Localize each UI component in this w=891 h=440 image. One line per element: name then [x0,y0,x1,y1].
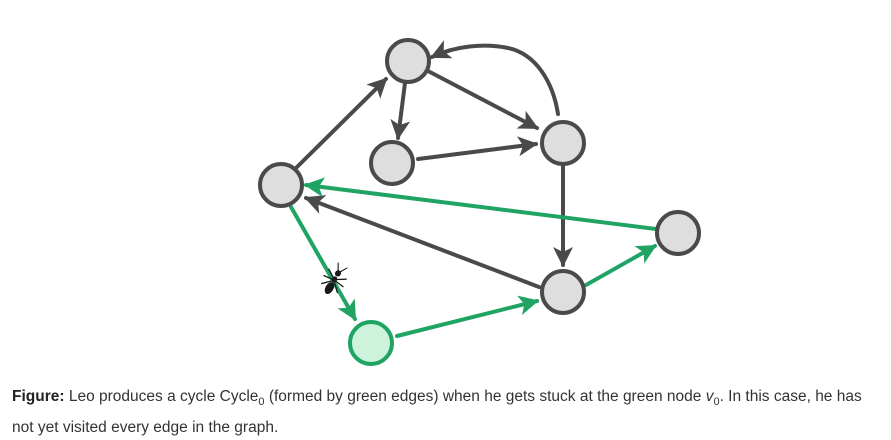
node-n2 [540,120,586,166]
caption-variable: v [705,388,714,405]
caption-text-c: . In this case, he has not yet visited e… [12,388,862,437]
caption-text-a: Leo produces a cycle Cycle [64,388,259,405]
edge-n5-n4 [304,195,541,289]
edge-n4-v0 [289,205,357,321]
gray-edges [294,40,573,289]
graph-figure [258,38,701,366]
edge-n1-n3 [390,81,411,140]
caption-subscript-a: 0 [258,396,265,409]
edge-n1-n2 [426,69,539,130]
caption-subscript-b: 0 [713,396,720,409]
caption-label: Figure: [12,388,65,405]
green-edges [289,177,658,338]
ant-icon [321,262,348,295]
node-n3 [369,140,415,186]
figure-caption: Figure: Leo produces a cycle Cycle0 (for… [12,384,882,440]
edge-n2-n1 [430,40,560,116]
edge-n4-n1 [294,77,388,170]
node-n5 [540,269,586,315]
node-n6 [655,210,701,256]
caption-text-b: (formed by green edges) when he gets stu… [264,388,706,405]
node-n1 [385,38,431,84]
edge-v0-n5 [395,295,539,338]
edge-n5-n6 [584,244,657,287]
node-n4 [258,162,304,208]
node-v0 [348,320,394,366]
nodes [258,38,701,366]
edge-n3-n2 [416,136,538,161]
edge-n6-n4 [304,177,658,231]
